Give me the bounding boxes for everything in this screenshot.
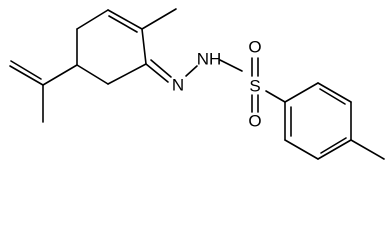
bond-c-n-double-a (145, 63, 169, 83)
bond-n-n (185, 65, 198, 77)
bond-benzene-inner-c (319, 88, 346, 105)
bond-ring-c2-c3 (107, 9, 143, 30)
atom-label-nh: NH (197, 50, 222, 69)
atom-label-sulfur: S (249, 77, 260, 96)
bond-ring-c2-c3-double (108, 15, 138, 33)
bond-benzene-inner-b (320, 137, 347, 154)
bond-benzene-6-1 (284, 82, 319, 103)
bond-n-s (219, 59, 243, 72)
bond-s-aryl (265, 90, 286, 103)
bond-benzene-2-3 (284, 139, 319, 160)
bond-isopropenyl-attach (42, 64, 78, 86)
bond-isopropenyl-ch2-double (10, 60, 42, 80)
bond-ring-c5-c6 (76, 64, 109, 85)
atom-label-oxygen-top: O (248, 38, 261, 57)
bond-benzene-3-4 (317, 139, 352, 160)
bond-ring-methyl (141, 8, 177, 30)
bond-ring-c6-c1 (107, 63, 147, 85)
bond-ring-c3-c4 (76, 9, 109, 30)
atom-label-oxygen-bottom: O (248, 112, 261, 131)
structure-canvas: N NH S O O (9, 8, 385, 160)
bond-c-n-double-b (150, 59, 172, 78)
bond-benzene-5-6 (317, 82, 352, 103)
bond-tolyl-methyl (350, 139, 385, 160)
bond-isopropenyl-ch2 (9, 65, 44, 86)
bond-ring-c1-c2 (141, 28, 147, 65)
molecule-structure: N NH S O O (9, 8, 385, 160)
atom-label-n-imine: N (172, 76, 184, 95)
